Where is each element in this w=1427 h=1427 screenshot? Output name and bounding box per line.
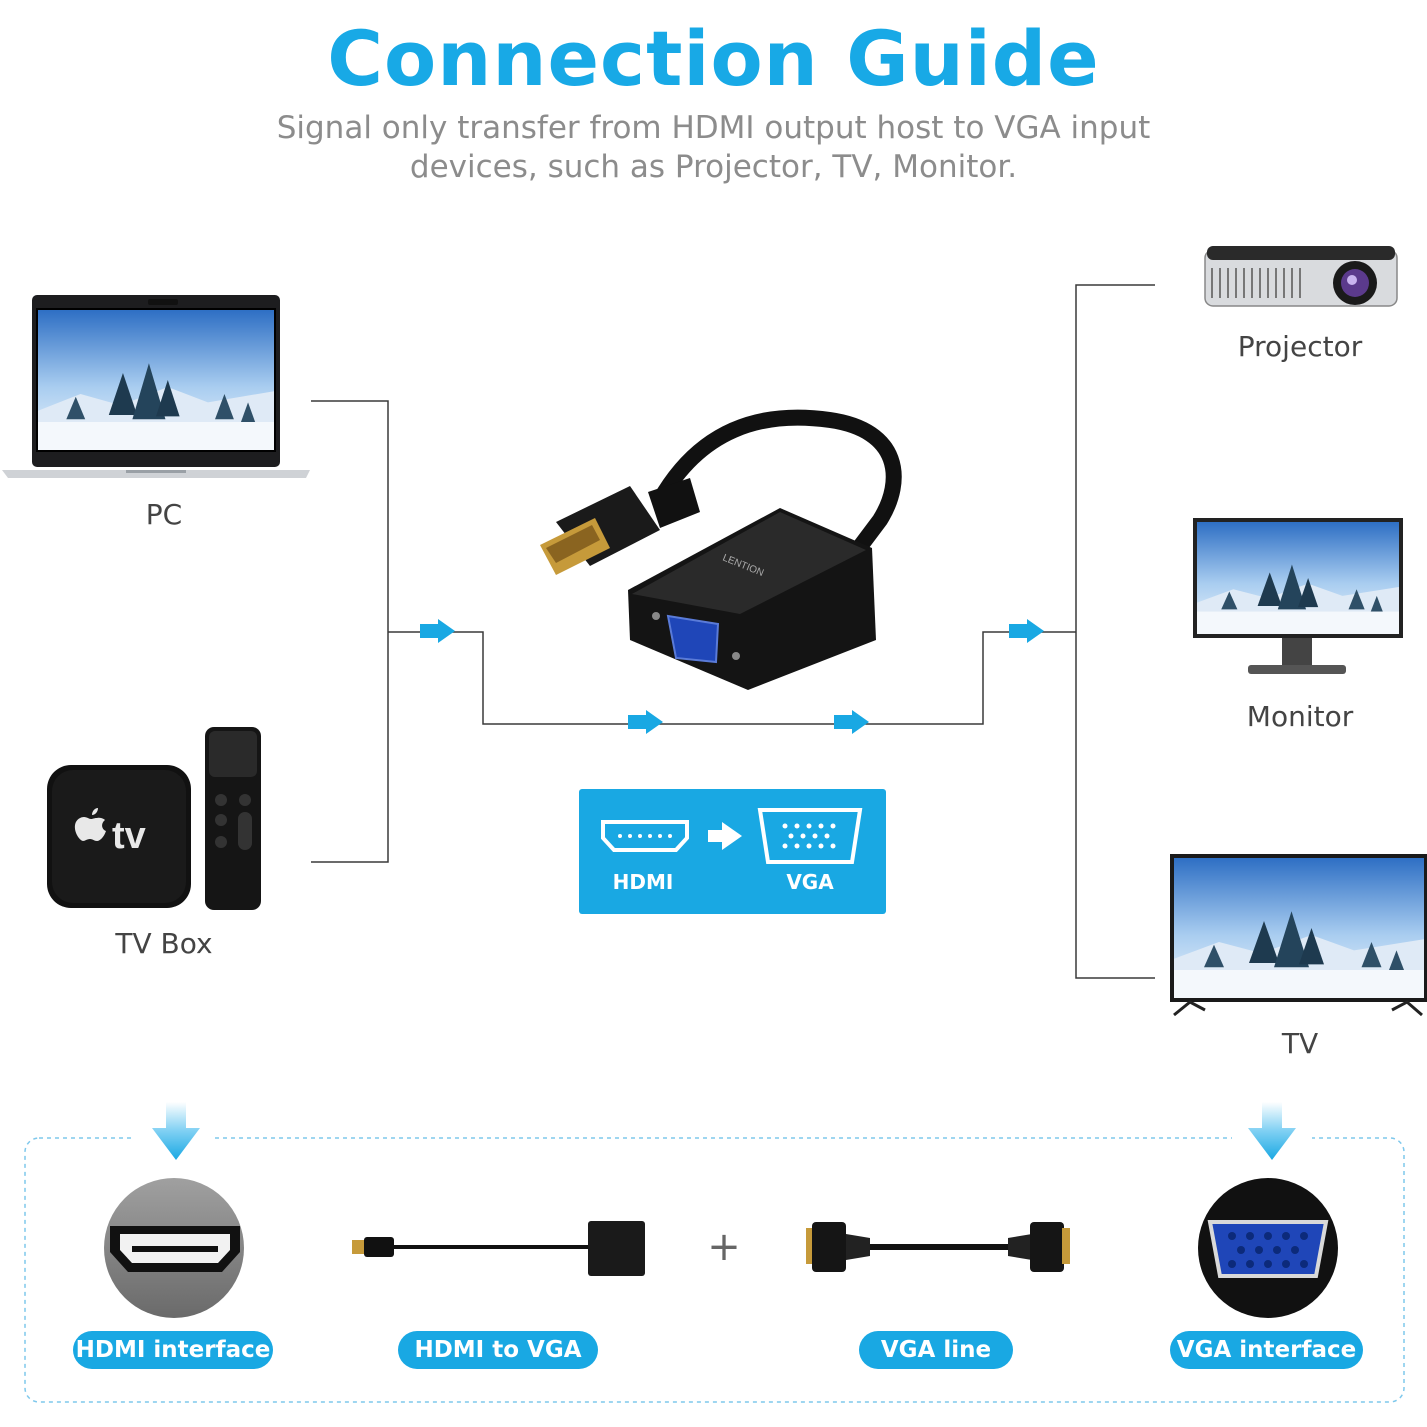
plus-sign: + [707, 1224, 741, 1270]
vga-cable-icon [806, 1222, 1070, 1272]
badge-vga-label: VGA [786, 870, 834, 894]
svg-text:tv: tv [112, 815, 146, 857]
monitor-label: Monitor [1246, 700, 1354, 733]
tv-box-icon: tv [47, 727, 261, 910]
vga-line-label: VGA line [859, 1331, 1013, 1369]
badge-hdmi-label: HDMI [612, 870, 674, 894]
hdmi-interface-icon [104, 1178, 244, 1318]
hdmi-to-vga-label: HDMI to VGA [398, 1331, 598, 1369]
tv-label: TV [1281, 1027, 1319, 1060]
vga-interface-label: VGA interface [1170, 1331, 1363, 1369]
vga-interface-icon [1198, 1178, 1338, 1318]
hdmi-to-vga-adapter-image: LENTION [540, 409, 902, 690]
tv-icon [1170, 854, 1427, 1017]
hdmi-port-icon [601, 820, 689, 852]
flow-arrows [420, 619, 1044, 734]
monitor-icon [1193, 518, 1403, 674]
components-box [24, 1137, 1405, 1403]
source-connector-lines [311, 284, 1155, 979]
down-arrow-icon [152, 1102, 200, 1160]
hdmi-interface-label: HDMI interface [73, 1331, 273, 1369]
laptop-icon [2, 295, 310, 478]
vga-port-icon [757, 808, 863, 864]
subtitle-line-1: Signal only transfer from HDMI output ho… [276, 110, 1151, 146]
projector-icon [1204, 246, 1398, 307]
tv-box-label: TV Box [115, 927, 213, 960]
down-arrow-icon [1248, 1102, 1296, 1160]
page-title: Connection Guide [327, 14, 1100, 103]
hdmi-to-vga-cable-icon [352, 1221, 645, 1276]
hdmi-vga-badge [579, 789, 886, 914]
arrow-right-icon [708, 822, 742, 850]
pc-label: PC [145, 498, 183, 531]
subtitle-line-2: devices, such as Projector, TV, Monitor. [409, 149, 1018, 185]
projector-label: Projector [1237, 330, 1363, 363]
